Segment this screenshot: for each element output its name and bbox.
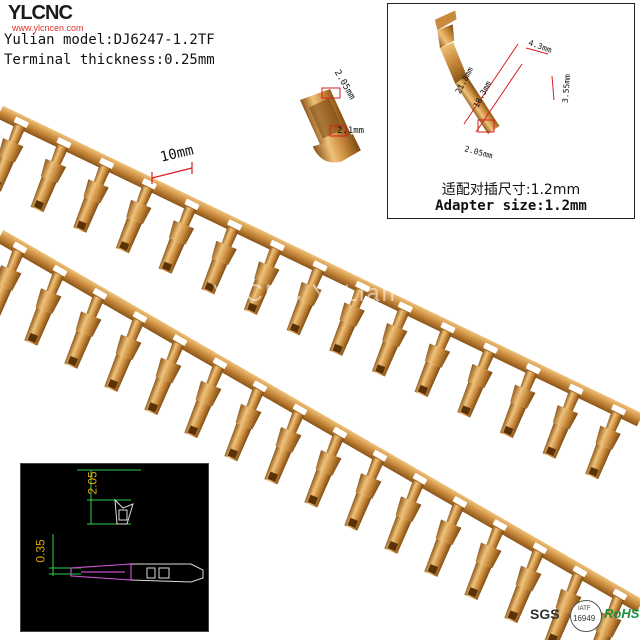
lower-pilot-hole <box>172 334 188 346</box>
lower-terminal <box>264 410 305 485</box>
lower-terminal <box>344 457 385 531</box>
upper-pilot-hole <box>227 219 243 231</box>
upper-terminal <box>286 267 325 336</box>
lower-pilot-hole <box>332 426 348 439</box>
upper-pilot-hole <box>312 260 328 272</box>
upper-pilot-hole <box>269 240 285 251</box>
lower-terminal <box>224 387 265 462</box>
upper-terminal <box>115 185 154 254</box>
logo-text: YLCNC <box>8 2 73 24</box>
lower-terminal-strip <box>0 229 640 640</box>
upper-terminal <box>73 164 111 233</box>
detail-inset: 21.8mm 18.3mm 4.3mm 3.55mm 2.05mm 适配对插尺寸… <box>387 3 635 219</box>
lower-pilot-hole <box>572 565 588 578</box>
lower-pilot-hole <box>412 473 428 485</box>
lower-pilot-hole <box>292 403 308 416</box>
lower-terminal <box>24 272 65 346</box>
upper-terminal <box>243 246 282 315</box>
upper-terminal <box>499 370 538 439</box>
lower-terminal <box>184 364 225 439</box>
upper-terminal <box>30 144 69 213</box>
upper-terminal <box>414 329 453 397</box>
single-terminal-photo <box>300 89 361 163</box>
lower-terminal <box>64 295 105 369</box>
rohs-badge: RoHS <box>604 606 640 621</box>
website-text: www.ylcncen.com <box>12 23 84 33</box>
upper-pilot-hole <box>141 178 157 190</box>
lower-terminal <box>584 595 625 640</box>
upper-pilot-hole <box>611 404 627 416</box>
lower-pilot-hole <box>532 542 548 554</box>
lower-carrier <box>0 229 640 613</box>
model-label: Yulian model:DJ6247-1.2TF <box>4 32 215 48</box>
watermark-text: YLCNC YuLian <box>212 280 397 307</box>
upper-terminal <box>542 390 581 459</box>
upper-pilot-hole <box>483 342 499 354</box>
cad-drawing-inset: 2.05 0.35 <box>20 463 209 632</box>
certification-badges: SGS IATF 16949 RoHS <box>520 596 640 636</box>
thickness-label: Terminal thickness:0.25mm <box>4 52 215 68</box>
lower-terminal <box>424 503 465 577</box>
upper-terminal <box>158 205 197 274</box>
upper-pilot-hole <box>184 198 200 210</box>
terminal-detail-drawing <box>434 10 555 134</box>
lower-pilot-hole <box>372 449 388 462</box>
lower-terminal <box>104 318 145 392</box>
lower-terminal <box>144 341 185 416</box>
lower-terminal <box>384 480 425 554</box>
cad-lines <box>49 469 204 583</box>
lower-terminal <box>304 434 345 508</box>
upper-terminal <box>457 349 495 418</box>
upper-pilot-hole <box>525 363 541 375</box>
upper-carrier <box>0 105 640 427</box>
lower-pilot-hole <box>612 588 628 601</box>
lower-pilot-hole <box>492 519 508 531</box>
lower-pilot-hole <box>252 380 268 393</box>
crimp-dimension-marker <box>321 87 347 137</box>
iatf-badge: IATF 16949 <box>570 600 602 632</box>
lower-pilot-hole <box>452 496 468 508</box>
upper-terminal <box>201 226 239 295</box>
lower-pilot-hole <box>52 264 68 277</box>
pitch-dimension-marker <box>151 162 193 184</box>
iatf-number: 16949 <box>573 614 596 623</box>
sgs-badge: SGS <box>530 606 560 622</box>
lower-terminal <box>504 549 545 624</box>
upper-pilot-hole <box>99 157 115 169</box>
upper-terminal <box>329 287 367 356</box>
cad-dim-side: 0.35 <box>33 539 48 563</box>
upper-pilot-hole <box>440 322 456 334</box>
lower-terminal <box>0 249 25 323</box>
lower-pilot-hole <box>212 357 228 369</box>
lower-pilot-hole <box>132 311 148 323</box>
adapter-size-en: Adapter size:1.2mm <box>435 198 587 214</box>
upper-terminal <box>585 411 623 480</box>
lower-pilot-hole <box>92 288 108 300</box>
upper-terminal-strip <box>0 105 640 480</box>
iatf-label: IATF <box>578 606 591 612</box>
upper-terminal <box>0 123 26 192</box>
upper-pilot-hole <box>13 116 29 128</box>
upper-pilot-hole <box>355 281 371 292</box>
upper-pilot-hole <box>397 301 413 313</box>
upper-terminal <box>371 308 410 377</box>
brand-logo: YLCNC www.ylcncen.com <box>6 2 116 33</box>
upper-pilot-hole <box>56 137 72 149</box>
cad-dim-top: 2.05 <box>85 471 100 495</box>
crimp-height-label: 2.1mm <box>337 126 365 136</box>
lower-pilot-hole <box>12 241 28 254</box>
adapter-size-cn: 适配对插尺寸:1.2mm <box>441 182 581 198</box>
lower-terminal <box>464 526 505 601</box>
upper-pilot-hole <box>568 383 584 395</box>
